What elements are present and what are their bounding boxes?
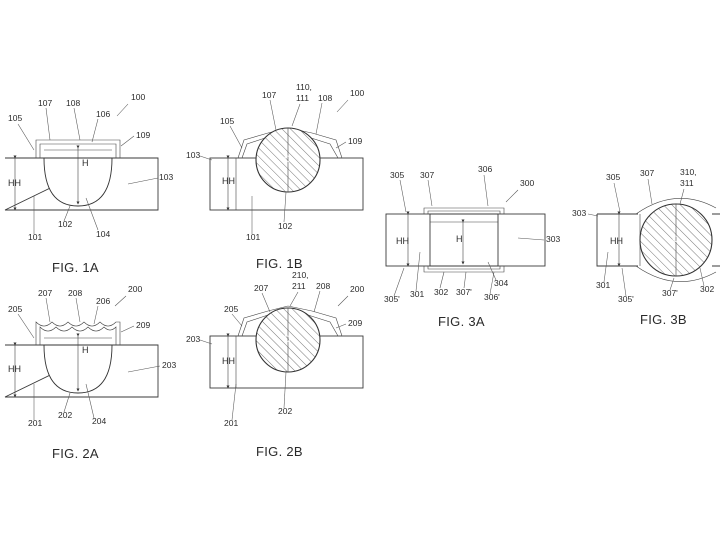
- assembly-ref: 200: [350, 284, 364, 294]
- ref-105: 105: [8, 113, 22, 123]
- wavy-lid-layer: [35, 321, 121, 345]
- ref-106: 106: [96, 109, 110, 119]
- ref-205: 205: [224, 304, 238, 314]
- ref-305: 305: [606, 172, 620, 182]
- ref-205: 205: [8, 304, 22, 314]
- ref-203: 203: [162, 360, 176, 370]
- ref-303: 303: [572, 208, 586, 218]
- ref-305: 305: [390, 170, 404, 180]
- figure-2b: D HH 200 210, 211 207 208 205 209 203 20…: [186, 270, 364, 459]
- ref-102: 102: [278, 221, 292, 231]
- figure-2a: H HH 200 207 208 206 205 209 203 202 204…: [4, 284, 176, 461]
- ref-307: 307: [640, 168, 654, 178]
- lid-layer: [35, 139, 121, 158]
- ref-201: 201: [28, 418, 42, 428]
- dim-d: D: [284, 334, 291, 344]
- ref-209: 209: [348, 318, 362, 328]
- ref-311: 311: [680, 178, 694, 188]
- dim-h: H: [82, 158, 89, 168]
- figure-caption: FIG. 2B: [256, 444, 303, 459]
- ref-207: 207: [254, 283, 268, 293]
- ref-102: 102: [58, 219, 72, 229]
- outer-layer: [635, 198, 717, 282]
- ref-209: 209: [136, 320, 150, 330]
- ref-305p: 305': [618, 294, 634, 304]
- assembly-ref: 200: [128, 284, 142, 294]
- ref-107: 107: [262, 90, 276, 100]
- dim-h: H: [82, 345, 89, 355]
- ref-310: 310,: [680, 167, 697, 177]
- figure-3a: H HH 300 305 307 306 303 305' 301 302 30…: [384, 164, 560, 329]
- ref-301: 301: [596, 280, 610, 290]
- ref-303: 303: [546, 234, 560, 244]
- ref-304: 304: [494, 278, 508, 288]
- cavity-core: [429, 213, 499, 267]
- ref-307p: 307': [662, 288, 678, 298]
- figure-caption: FIG. 2A: [52, 446, 99, 461]
- ref-203: 203: [186, 334, 200, 344]
- assembly-ref: 300: [520, 178, 534, 188]
- dim-hh: HH: [8, 364, 21, 374]
- ref-201: 201: [224, 418, 238, 428]
- figure-3b: D HH 310, 311 305 307 303 301 305' 307' …: [572, 167, 720, 327]
- ref-110: 110,: [296, 82, 312, 92]
- ref-208: 208: [68, 288, 82, 298]
- assembly-ref: 100: [350, 88, 364, 98]
- bottom-layer: [423, 266, 505, 273]
- ref-107: 107: [38, 98, 52, 108]
- top-layer: [423, 207, 505, 214]
- ref-302: 302: [700, 284, 714, 294]
- figure-1a: H HH 100 105 107 108 106 109 103 102 104…: [4, 92, 173, 275]
- assembly-ref: 100: [131, 92, 145, 102]
- ref-306: 306: [478, 164, 492, 174]
- ref-208: 208: [316, 281, 330, 291]
- dim-d: D: [672, 234, 679, 244]
- ref-104: 104: [96, 229, 110, 239]
- dim-hh: HH: [222, 356, 235, 366]
- figure-caption: FIG. 3B: [640, 312, 687, 327]
- ref-202: 202: [278, 406, 292, 416]
- ref-109: 109: [136, 130, 150, 140]
- dim-h: H: [456, 234, 463, 244]
- figure-caption: FIG. 1A: [52, 260, 99, 275]
- substrate-outline: [4, 344, 159, 398]
- ref-108: 108: [66, 98, 80, 108]
- dim-hh: HH: [222, 176, 235, 186]
- ref-307: 307: [420, 170, 434, 180]
- ref-305p: 305': [384, 294, 400, 304]
- ref-301: 301: [410, 289, 424, 299]
- ref-306p: 306': [484, 292, 500, 302]
- ref-307p: 307': [456, 287, 472, 297]
- ref-103: 103: [159, 172, 173, 182]
- ref-206: 206: [96, 296, 110, 306]
- ref-302: 302: [434, 287, 448, 297]
- ref-101: 101: [28, 232, 42, 242]
- ref-204: 204: [92, 416, 106, 426]
- figure-caption: FIG. 3A: [438, 314, 485, 329]
- ref-103: 103: [186, 150, 200, 160]
- ref-207: 207: [38, 288, 52, 298]
- ref-210: 210,: [292, 270, 309, 280]
- dim-hh: HH: [610, 236, 623, 246]
- figure-1b: D HH 100 110, 111 107 108 105 109 103 10…: [186, 82, 364, 271]
- ref-101: 101: [246, 232, 260, 242]
- ref-111: 111: [296, 93, 309, 103]
- ref-211: 211: [292, 281, 306, 291]
- ref-105: 105: [220, 116, 234, 126]
- ref-108: 108: [318, 93, 332, 103]
- dim-hh: HH: [396, 236, 409, 246]
- figure-caption: FIG. 1B: [256, 256, 303, 271]
- ref-109: 109: [348, 136, 362, 146]
- substrate-outline: [4, 157, 159, 211]
- dim-d: D: [284, 154, 291, 164]
- dim-hh: HH: [8, 178, 21, 188]
- ref-202: 202: [58, 410, 72, 420]
